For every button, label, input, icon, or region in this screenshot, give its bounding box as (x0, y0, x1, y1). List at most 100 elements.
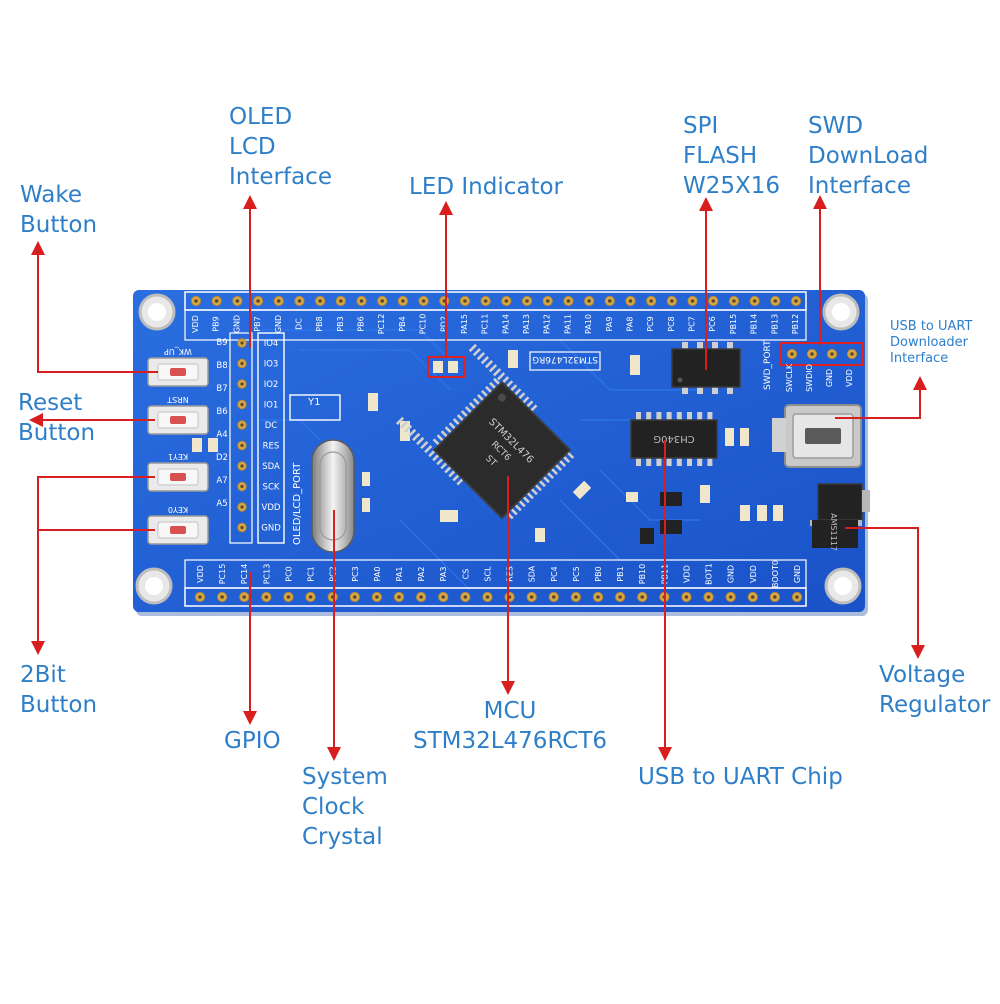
top-pin-label: GND (232, 315, 241, 333)
label-usb-to-uart-chip: USB to UART Chip (638, 764, 843, 790)
swd-pin-label: GND (825, 369, 834, 387)
bottom-pin-label: PB0 (594, 566, 603, 581)
arrow-2bit (31, 476, 155, 655)
top-pin-label: PA11 (563, 314, 572, 334)
top-pin-label: VDD (191, 315, 200, 333)
top-pin-label: PB9 (212, 316, 221, 331)
arrow-wake (31, 241, 158, 373)
bottom-pin-label: GND (727, 565, 736, 583)
bottom-pin-label: BOT1 (705, 563, 714, 585)
top-pin-label: PB15 (729, 314, 738, 335)
push-button: WK_UP (147, 347, 209, 387)
svg-text:AMS1117: AMS1117 (829, 513, 838, 551)
swd-pin-label: SWDIO (805, 364, 814, 392)
left-pin-label: B9 (216, 338, 227, 348)
bottom-pin-label: PC0 (284, 566, 293, 582)
left-pin-label: B7 (216, 384, 227, 394)
top-pin-label: PB12 (791, 314, 800, 335)
top-pin-label: PB4 (398, 316, 407, 331)
top-pin-label: PA12 (543, 314, 552, 334)
annotation-arrows (29, 195, 927, 761)
top-pin-label: GND (274, 315, 283, 333)
bottom-pin-label: SCL (483, 566, 492, 582)
oled-port-silk-label: OLED/LCD_PORT (292, 462, 303, 545)
arrow-regulator (845, 527, 925, 659)
top-pin-label: PA9 (605, 317, 614, 332)
oled-port-pin-label: GND (261, 524, 281, 534)
bottom-pin-label: CS (461, 569, 470, 580)
bottom-pin-label: PA1 (395, 567, 404, 582)
push-button: NRST (147, 395, 209, 435)
bottom-pin-label: PB1 (616, 566, 625, 581)
top-pin-label: PA14 (501, 314, 510, 334)
bottom-pin-label: PB10 (638, 564, 647, 585)
top-pin-label: PB8 (315, 316, 324, 331)
oled-port-pin-label: IO2 (264, 380, 279, 390)
bottom-pin-label: PC13 (262, 564, 271, 585)
c1-capacitor (368, 393, 378, 411)
top-pin-label: PD2 (439, 316, 448, 332)
top-header-pads (190, 295, 802, 307)
top-pin-label: PA15 (460, 314, 469, 334)
left-pin-label: A4 (216, 430, 227, 440)
top-pin-label: PB14 (750, 314, 759, 335)
top-pin-label: PA10 (584, 314, 593, 334)
bottom-pin-label: PA2 (417, 567, 426, 582)
left-pin-label: B8 (216, 361, 227, 371)
top-pin-label: PC8 (667, 316, 676, 332)
left-pin-label: A7 (216, 476, 227, 486)
left-pin-label: D2 (216, 453, 228, 463)
label-gpio: GPIO (224, 728, 281, 754)
bottom-pin-label: GND (793, 565, 802, 583)
oled-port-pin-label: IO1 (264, 401, 279, 411)
system-clock-crystal (311, 439, 370, 553)
button-silk-label: WK_UP (164, 347, 192, 356)
bottom-pin-label: PC15 (218, 564, 227, 585)
oled-port-pin-label: VDD (262, 503, 281, 513)
mcu-silk-text: STM32L476RG (532, 354, 598, 364)
ch340-marking: CH340G (653, 433, 694, 444)
button-silk-label: KEY0 (168, 505, 188, 514)
oled-port-pin-label: RES (263, 442, 280, 452)
bottom-pin-label: VDD (682, 565, 691, 583)
top-pin-label: PA8 (625, 317, 634, 332)
top-pin-label: PC10 (419, 314, 428, 335)
mini-usb-connector (772, 404, 862, 468)
usb-to-uart-chip: CH340G (630, 412, 749, 466)
oled-port-pin-label: DC (265, 421, 278, 431)
top-pin-label: PB13 (770, 314, 779, 335)
push-button: KEY1 (147, 452, 209, 492)
button-silk-label: NRST (167, 395, 189, 404)
oled-port-pin-label: IO3 (264, 360, 279, 370)
top-pin-label: PB6 (357, 316, 366, 331)
bottom-pin-label: SDA (528, 565, 537, 582)
bottom-pin-label: PC1 (307, 566, 316, 582)
bottom-pin-label: PC4 (550, 566, 559, 582)
y1-outline (289, 394, 341, 421)
top-pin-label: PA13 (522, 314, 531, 334)
top-pin-label: PC6 (708, 316, 717, 332)
top-pin-label: PC9 (646, 316, 655, 332)
arrow-usb-if (835, 376, 927, 419)
left-pin-label: B6 (216, 407, 227, 417)
button-silk-label: KEY1 (168, 452, 188, 461)
bottom-pin-label: PA0 (373, 567, 382, 582)
swd-pin-label: VDD (845, 369, 854, 387)
top-pin-label: PC12 (377, 314, 386, 335)
top-pin-label: PC7 (688, 316, 697, 332)
bottom-pin-label: PA3 (439, 567, 448, 582)
bottom-pin-label: PC5 (572, 566, 581, 582)
